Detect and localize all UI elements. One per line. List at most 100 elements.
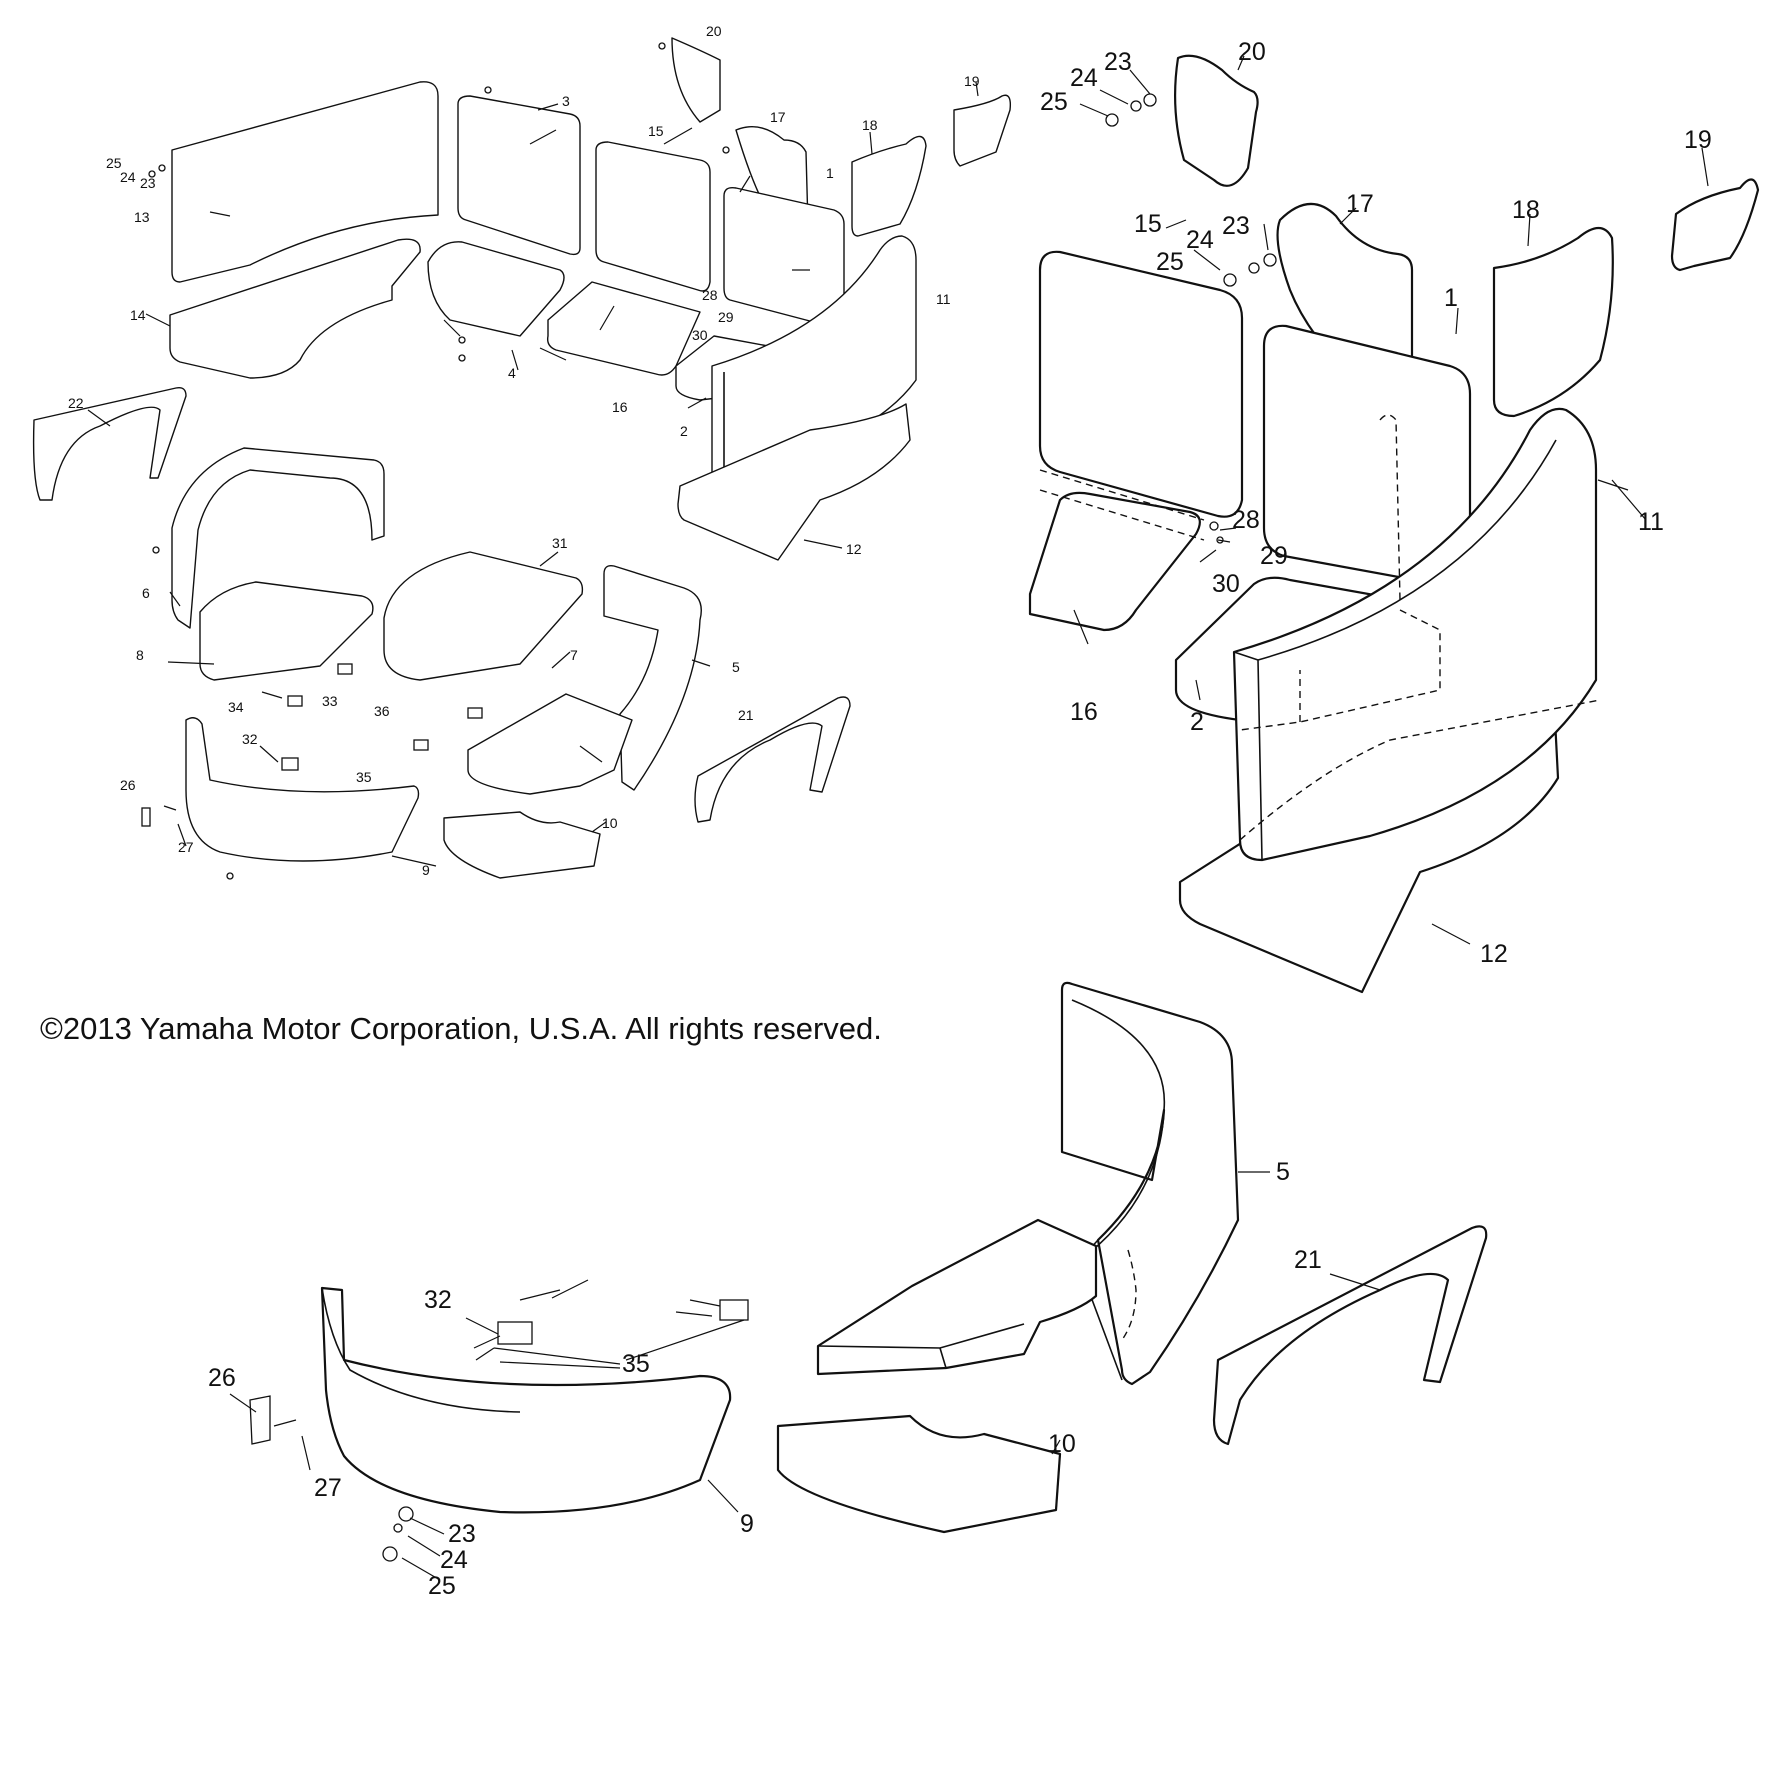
part-10-segment [443, 811, 601, 879]
callout-35: 35 [356, 769, 372, 785]
callout-16: 16 [612, 399, 628, 415]
callout-12: 12 [846, 541, 862, 557]
callout-13: 13 [134, 209, 150, 225]
part-1-cushion [723, 186, 845, 331]
callout-29: 29 [1260, 542, 1288, 570]
callout-24: 24 [440, 1546, 468, 1574]
callout-9: 9 [740, 1510, 754, 1538]
washer-icon [148, 170, 156, 178]
bracket-icon [413, 739, 429, 751]
detail-lower-diagram: 5 9 10 21 23 24 25 26 27 32 35 [208, 981, 1488, 1600]
callout-2: 2 [680, 423, 688, 439]
part-7-seat [816, 1218, 1098, 1376]
callout-22: 22 [68, 395, 84, 411]
callout-17: 17 [1346, 190, 1374, 218]
part-20-panel [671, 37, 721, 123]
part-9-edge [321, 1287, 521, 1413]
callout-10: 10 [1048, 1430, 1076, 1458]
callout-21: 21 [1294, 1246, 1322, 1274]
callout-26: 26 [120, 777, 136, 793]
part-11-backrest [1232, 407, 1598, 862]
washer-icon [393, 1523, 403, 1533]
bracket-icon [497, 1321, 533, 1345]
callout-11: 11 [1638, 508, 1664, 536]
nut-icon [1223, 273, 1237, 287]
callout-4: 4 [508, 365, 516, 381]
hidden-outline [1039, 414, 1601, 841]
callout-30: 30 [692, 327, 708, 343]
callout-25: 25 [1156, 248, 1184, 276]
callout-5: 5 [1276, 1158, 1290, 1186]
callout-1: 1 [826, 165, 834, 181]
callout-25: 25 [1040, 88, 1068, 116]
callout-18: 18 [862, 117, 878, 133]
part-3-cushion [457, 95, 581, 256]
callout-35: 35 [622, 1350, 650, 1378]
callout-20: 20 [1238, 38, 1266, 66]
washer-icon [1263, 253, 1277, 267]
leader-line [87, 81, 979, 867]
washer-icon [458, 354, 466, 362]
bracket-icon [719, 1299, 749, 1321]
overview-diagram: 1 2 3 4 5 6 7 8 9 10 11 12 13 14 15 16 1… [32, 23, 1012, 880]
washer-icon [1130, 100, 1142, 112]
part-5-backrest [1060, 981, 1240, 1386]
callout-19: 19 [1684, 126, 1712, 154]
part-7-seat [467, 693, 633, 795]
part-18-panel [1492, 226, 1614, 418]
leader-line [1073, 55, 1709, 945]
leader-line [229, 1171, 1381, 1581]
part-15-cushion [595, 141, 711, 292]
callout-27: 27 [314, 1474, 342, 1502]
bracket-icon [467, 707, 483, 719]
part-16-cushion [1028, 491, 1201, 632]
callout-27: 27 [178, 839, 194, 855]
nut-icon [382, 1546, 398, 1562]
callout-21: 21 [738, 707, 754, 723]
part-13-backrest [171, 81, 439, 283]
callout-20: 20 [706, 23, 722, 39]
callout-31: 31 [552, 535, 568, 551]
callout-10: 10 [602, 815, 618, 831]
callout-32: 32 [242, 731, 258, 747]
callout-16: 16 [1070, 698, 1098, 726]
callout-24: 24 [1070, 64, 1098, 92]
callout-2: 2 [1190, 708, 1204, 736]
part-21-fender [694, 696, 851, 823]
nut-icon [1105, 113, 1119, 127]
callout-28: 28 [1232, 506, 1260, 534]
bracket-icon [287, 695, 303, 707]
callout-36: 36 [374, 703, 390, 719]
pin-icon [1209, 521, 1219, 531]
callout-34: 34 [228, 699, 244, 715]
part-18-panel [851, 135, 927, 237]
washer-icon [722, 146, 730, 154]
part-22-fender [32, 386, 187, 501]
callout-1: 1 [1444, 284, 1458, 312]
washer-icon [152, 546, 160, 554]
bracket-26-icon [249, 1395, 271, 1445]
bracket-icon [281, 757, 299, 771]
callout-24: 24 [120, 169, 136, 185]
callout-5: 5 [732, 659, 740, 675]
part-12-base [677, 403, 911, 561]
bracket-icon [141, 807, 151, 827]
part-8-seat [199, 581, 374, 681]
part-9-panel [320, 1286, 732, 1514]
callout-12: 12 [1480, 940, 1508, 968]
part-20-panel [1173, 54, 1259, 187]
washer-icon [1248, 262, 1260, 274]
part-15-cushion [1038, 250, 1244, 518]
washer-icon [658, 42, 666, 50]
callout-3: 3 [562, 93, 570, 109]
part-10-edge [1055, 1453, 1061, 1511]
callout-15: 15 [1134, 210, 1162, 238]
washer-icon [226, 872, 234, 880]
callout-23: 23 [1222, 212, 1250, 240]
part-21-fender [1212, 1225, 1488, 1446]
washer-icon [484, 86, 492, 94]
callout-30: 30 [1212, 570, 1240, 598]
bolt-icon [273, 1279, 721, 1427]
callout-9: 9 [422, 862, 430, 878]
